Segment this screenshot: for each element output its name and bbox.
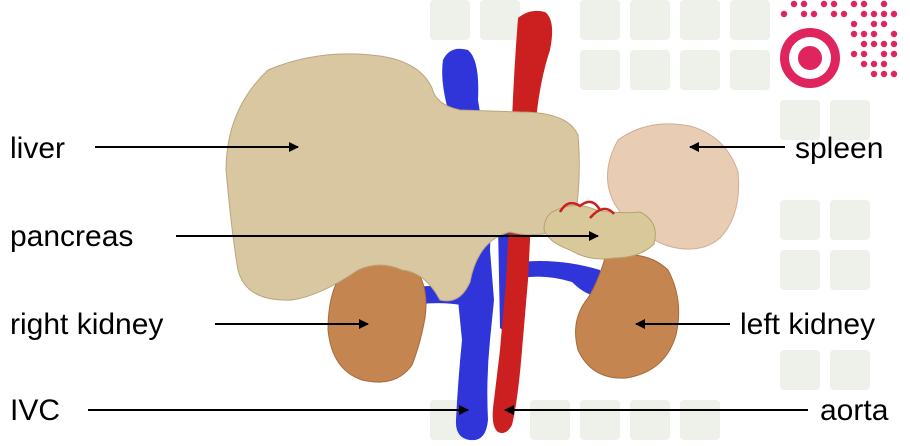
logo-dot: [881, 11, 887, 17]
logo-dot: [861, 11, 867, 17]
logo-dot: [781, 11, 787, 17]
logo-dot: [831, 11, 837, 17]
logo-dot: [841, 11, 847, 17]
logo-dot: [811, 11, 817, 17]
label-aorta: aorta: [820, 396, 888, 426]
logo-dot: [861, 31, 867, 37]
logo-dot: [851, 51, 857, 57]
logo-dot: [861, 51, 867, 57]
logo-dot: [881, 61, 887, 67]
logo-dot: [821, 1, 827, 7]
logo-dot: [881, 71, 887, 77]
logo-dot: [871, 71, 877, 77]
logo-dot: [891, 31, 897, 37]
logo-dot: [831, 1, 837, 7]
logo-dot: [891, 71, 897, 77]
logo-dot: [871, 61, 877, 67]
target-dots-logo: [780, 1, 897, 88]
logo-dot: [851, 1, 857, 7]
label-liver: liver: [10, 134, 65, 164]
logo-dot: [881, 51, 887, 57]
logo-dot: [891, 41, 897, 47]
label-ivc: IVC: [10, 396, 60, 426]
logo-dot: [861, 1, 867, 7]
logo-dot: [891, 11, 897, 17]
logo-dot: [881, 1, 887, 7]
logo-dot: [881, 21, 887, 27]
logo-dot: [851, 21, 857, 27]
logo-dot: [881, 41, 887, 47]
label-pancreas: pancreas: [10, 222, 133, 252]
logo-dot: [801, 11, 807, 17]
logo-dot: [861, 61, 867, 67]
logo-dot: [791, 1, 797, 7]
logo-dot: [861, 41, 867, 47]
logo-dot: [871, 31, 877, 37]
label-left-kidney: left kidney: [740, 310, 875, 340]
logo-dot: [851, 31, 857, 37]
logo-dot: [891, 51, 897, 57]
logo-dot: [871, 41, 877, 47]
pancreas-shape: [544, 205, 655, 259]
logo-dot: [871, 11, 877, 17]
logo-dot: [801, 1, 807, 7]
logo-dot: [871, 21, 877, 27]
label-spleen: spleen: [795, 134, 883, 164]
label-right-kidney: right kidney: [10, 310, 163, 340]
